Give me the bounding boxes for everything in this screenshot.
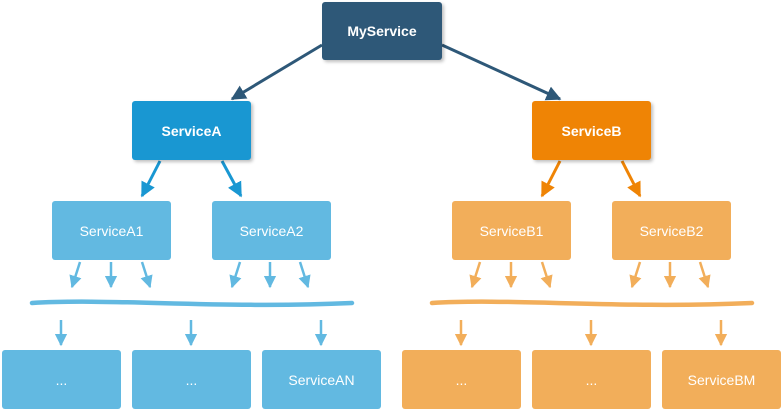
a-child-fanout-arrows [69, 261, 311, 289]
a-leaf-arrows [54, 320, 328, 347]
b-leaf-arrows [454, 320, 728, 347]
arrow-service-b-to-b2 [620, 160, 642, 198]
node-service-b1: ServiceB1 [452, 201, 571, 260]
arrow-down [540, 261, 553, 289]
a-separator-line [29, 299, 355, 308]
arrow-down [69, 261, 82, 289]
b-separator-line [429, 299, 755, 308]
node-service-an: ServiceAN [262, 350, 381, 409]
arrow-down [229, 261, 242, 289]
node-b-leaf-1: ... [402, 350, 521, 409]
arrow-service-a-to-a2 [220, 160, 243, 198]
node-service-b: ServiceB [532, 101, 651, 160]
arrow-down [629, 261, 642, 289]
node-a-leaf-2: ... [132, 350, 251, 409]
arrow-down [469, 261, 482, 289]
node-my-service: MyService [322, 2, 442, 60]
node-service-bm: ServiceBM [662, 350, 781, 409]
arrow-down [698, 261, 711, 289]
node-service-a1: ServiceA1 [52, 201, 171, 260]
b-child-fanout-arrows [469, 261, 711, 289]
arrow-down [298, 261, 311, 289]
arrow-root-to-service-a [230, 43, 323, 101]
node-service-a2: ServiceA2 [212, 201, 331, 260]
node-b-leaf-2: ... [532, 350, 651, 409]
node-a-leaf-1: ... [2, 350, 121, 409]
node-service-b2: ServiceB2 [612, 201, 731, 260]
arrow-root-to-service-b [441, 43, 562, 101]
node-service-a: ServiceA [132, 101, 251, 160]
arrow-service-b-to-b1 [540, 160, 562, 198]
arrow-down [140, 261, 153, 289]
arrow-service-a-to-a1 [140, 160, 162, 198]
